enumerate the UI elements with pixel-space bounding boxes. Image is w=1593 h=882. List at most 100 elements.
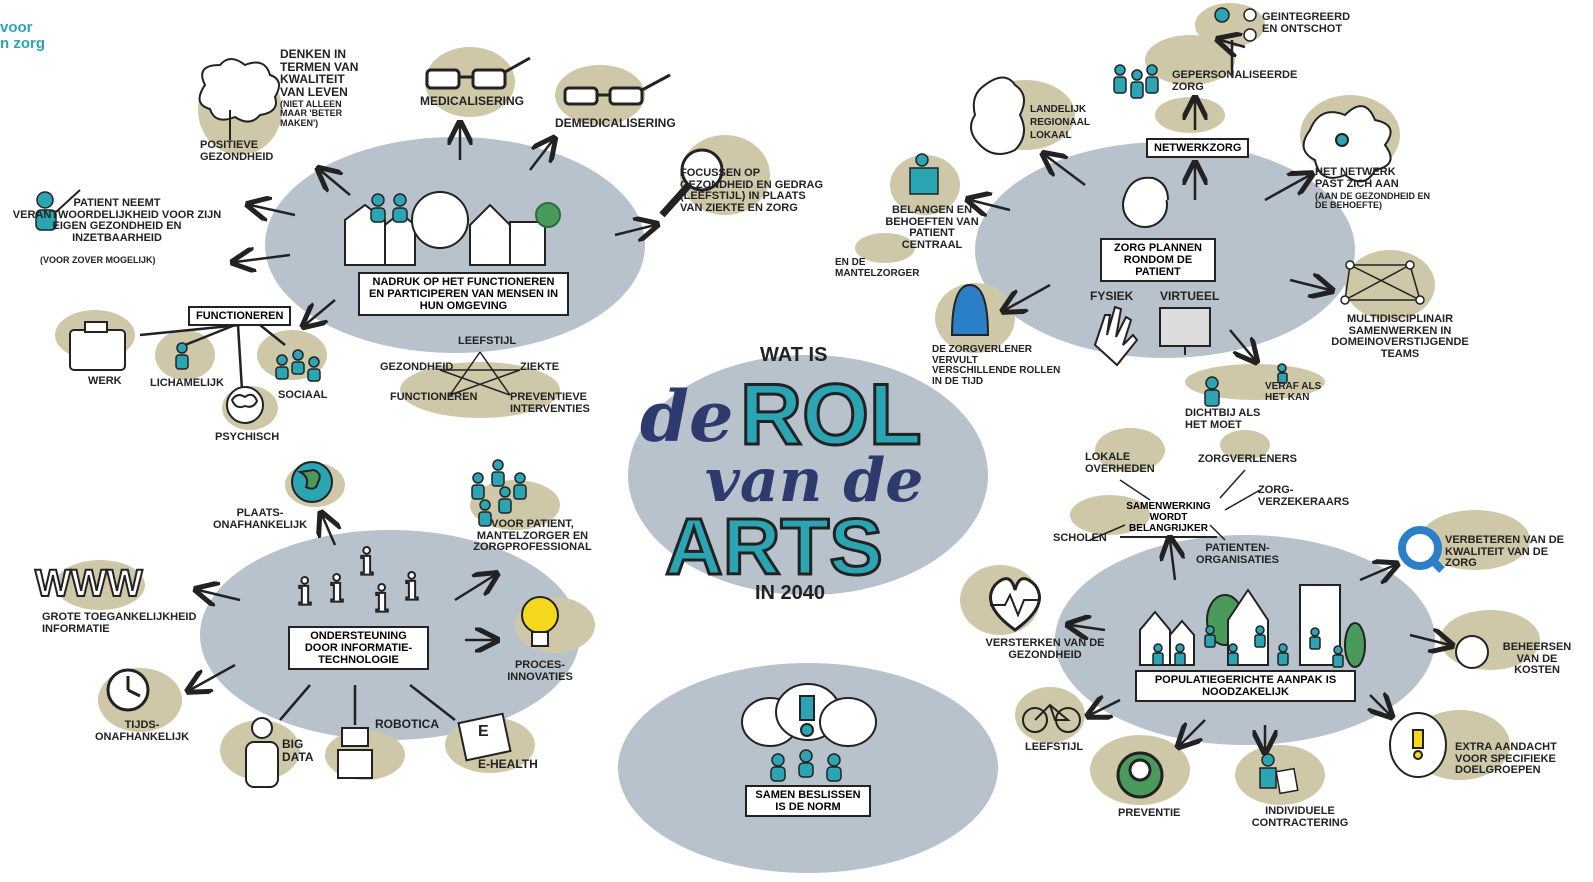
lokale-overheden-label: LOKALE OVERHEDEN (1085, 451, 1155, 475)
glasses-icon (425, 56, 531, 90)
alert-bubble-icon (1389, 712, 1447, 778)
mantelzorger-label: EN DE MANTELZORGER (835, 257, 920, 279)
functioneren-label-2: FUNCTIONEREN (390, 391, 478, 403)
www-label: WWW (34, 563, 144, 605)
svg-text:i: i (330, 569, 344, 611)
zorgverzekeraars-label: ZORG-VERZEKERAARS (1258, 484, 1350, 508)
bigdata-person-icon (245, 717, 279, 788)
dichtbij-label: DICHTBIJ ALS HET MOET (1185, 407, 1261, 431)
versterken-label: VERSTERKEN VAN DE GEZONDHEID (985, 637, 1105, 661)
brain-icon (198, 58, 280, 123)
logo-line1: voor (0, 19, 33, 36)
samenwerking-box: SAMENWERKING WORDT BELANGRIJKER (1120, 499, 1217, 538)
network-icon (1340, 260, 1425, 305)
big-data-label: BIG DATA (282, 737, 314, 764)
leefstijl-label-tl: LEEFSTIJL (458, 335, 517, 347)
zorg-plannen-box: ZORG PLANNEN RONDOM DE PATIENT (1100, 238, 1216, 283)
decision-people-icon (770, 749, 842, 782)
population-people-icon (1152, 625, 1344, 668)
group-people-icon (471, 459, 527, 527)
functioneren-participeren-box: NADRUK OP HET FUNCTIONEREN EN PARTICIPER… (358, 272, 569, 317)
veraf-label: VERAF ALS HET KAN (1265, 381, 1322, 403)
fysiek-label: FYSIEK (1090, 289, 1134, 303)
zorgverleners-label: ZORGVERLENERS (1198, 453, 1298, 465)
integration-icon (1214, 7, 1257, 42)
robotica-label: ROBOTICA (375, 717, 439, 731)
country-map-icon (970, 76, 1025, 155)
contract-person-icon (1259, 753, 1299, 795)
city-icon (1139, 584, 1366, 668)
center-ellipse (628, 355, 988, 595)
landelijk-label: LANDELIJK (1030, 104, 1087, 115)
multidisciplinair-label: MULTIDISCIPLINAIR SAMENWERKEN IN DOMEINO… (1331, 313, 1469, 360)
blue-character-icon (950, 283, 990, 336)
gepersonaliseerde-label: GEPERSONALISEERDE ZORG (1172, 69, 1298, 93)
werk-label: WERK (88, 375, 122, 387)
title-van-de: van de (705, 446, 924, 516)
network-blob-icon (1302, 105, 1392, 183)
preventie-label: PREVENTIE (1118, 807, 1181, 819)
info-icons: i i i i i (297, 541, 420, 622)
denken-sub-label: (NIET ALLEEN MAAR 'BETER MAKEN') (280, 99, 343, 128)
leefstijl-star-icon (439, 351, 521, 396)
demedicalisering-label: DEMEDICALISERING (555, 116, 676, 130)
title-arts: ARTS (664, 502, 885, 591)
belangen-label: BELANGEN EN BEHOEFTEN VAN PATIENT CENTRA… (885, 204, 979, 251)
zorgverlener-label: DE ZORGVERLENER VERVULT VERSCHILLENDE RO… (932, 344, 1061, 387)
populatiegerichte-box: POPULATIEGERICHTE AANPAK IS NOODZAKELIJK (1135, 670, 1356, 703)
euro-icon (1455, 635, 1489, 669)
globe-icon (291, 461, 333, 503)
scholen-label: SCHOLEN (1053, 532, 1107, 544)
person-icon (175, 342, 321, 382)
individuele-contractering-label: INDIVIDUELE CONTRACTERING (1251, 805, 1349, 829)
logo: voor n zorg (0, 20, 45, 52)
svg-text:i: i (405, 567, 419, 609)
glasses-icon-2 (563, 73, 671, 106)
ehealth-label: E-HEALTH (478, 757, 538, 771)
patient-neemt-label: PATIENT NEEMT VERANTWOORDELIJKHEID VOOR … (12, 197, 222, 244)
monitor-icon (1159, 307, 1211, 355)
robot-icon (337, 727, 373, 779)
preventieve-label: PREVENTIEVE INTERVENTIES (510, 391, 590, 415)
netwerkzorg-box: NETWERKZORG (1146, 138, 1250, 159)
voor-patient-label: VOOR PATIENT, MANTELZORGER EN ZORGPROFES… (473, 518, 592, 554)
regionaal-label: REGIONAAL (1030, 117, 1090, 128)
head-brain-icon (226, 386, 264, 424)
briefcase-icon (69, 321, 126, 371)
speech-bubbles-icon (741, 683, 877, 747)
heart-icon (989, 577, 1041, 632)
extra-aandacht-label: EXTRA AANDACHT VOOR SPECIFIEKE DOELGROEP… (1455, 741, 1557, 777)
focussen-label: FOCUSSEN OP GEZONDHEID EN GEDRAG (LEEFST… (680, 167, 824, 214)
title-rol: ROL (739, 367, 924, 463)
doctor-face-icon (1122, 176, 1169, 228)
het-netwerk-sub-label: (AAN DE GEZONDHEID EN DE BEHOEFTE) (1315, 191, 1431, 211)
lokaal-label: LOKAAL (1030, 130, 1072, 141)
patient-sub-label: (VOOR ZOVER MOGELIJK) (40, 255, 156, 265)
distance-people-icon (1204, 363, 1288, 407)
sociaal-label: SOCIAAL (278, 389, 328, 401)
svg-text:i: i (360, 542, 374, 584)
svg-text:i: i (375, 579, 389, 621)
hand-icon (1093, 305, 1139, 367)
medicalisering-label: MEDICALISERING (420, 94, 525, 108)
gezondheid-label: GEZONDHEID (380, 361, 454, 373)
clock-icon (106, 668, 150, 712)
title-year: IN 2040 (755, 582, 826, 604)
denken-label: DENKEN IN TERMEN VAN KWALITEIT VAN LEVEN (280, 47, 359, 99)
svg-text:i: i (298, 572, 312, 614)
lichamelijk-label: LICHAMELIJK (150, 377, 224, 389)
village-icon (344, 191, 561, 266)
beheersen-label: BEHEERSEN VAN DE KOSTEN (1502, 641, 1572, 677)
grote-toegankelijkheid-label: GROTE TOEGANKELIJKHEID INFORMATIE (42, 611, 197, 635)
tijds-label: TIJDS-ONAFHANKELIJK (94, 719, 190, 743)
patienten-organisaties-label: PATIENTEN-ORGANISATIES (1196, 542, 1279, 566)
bicycle-icon (1022, 703, 1081, 733)
question-person-icon (909, 153, 939, 195)
ondersteuning-box: ONDERSTEUNING DOOR INFORMATIE-TECHNOLOGI… (288, 626, 429, 671)
personalised-people-icon (1113, 64, 1159, 99)
ehealth-icon (457, 712, 512, 762)
virtueel-label: VIRTUEEL (1160, 289, 1220, 303)
logo-line2: n zorg (0, 34, 45, 52)
top-left-ellipse (265, 137, 645, 353)
plaats-label: PLAATS-ONAFHANKELIJK (212, 507, 308, 531)
